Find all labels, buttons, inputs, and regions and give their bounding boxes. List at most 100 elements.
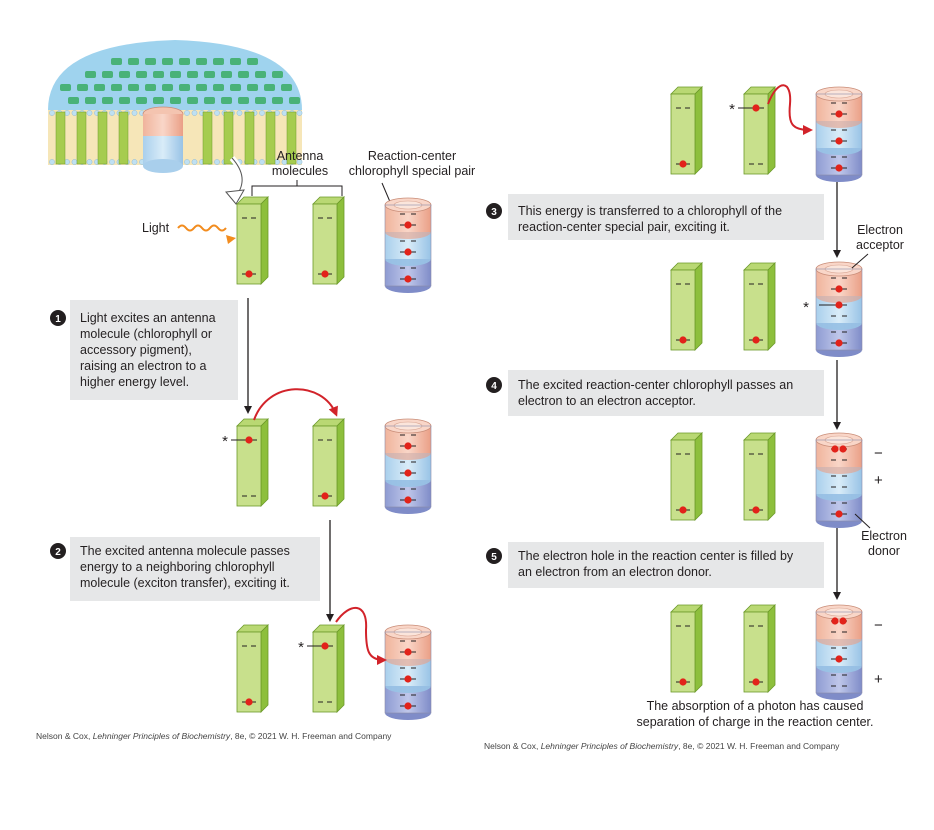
electron-acceptor-label-line2: acceptor <box>856 238 904 252</box>
reaction-center-stack <box>384 418 432 514</box>
electron-dot <box>404 275 412 283</box>
electron-dot <box>321 270 329 278</box>
exciton-transfer-arrow-3 <box>767 84 813 135</box>
electron-dot <box>404 702 412 710</box>
excited-star: * <box>729 101 735 118</box>
step-5-line-2: an electron from an electron donor. <box>518 565 712 579</box>
flow-arrows <box>244 182 841 622</box>
antenna-molecule <box>743 262 776 351</box>
step-2-line-2: energy to a neighboring chlorophyll <box>80 560 275 574</box>
antenna-label-bracket <box>251 180 343 196</box>
reaction-center-stack <box>384 197 432 293</box>
step-1-line-2: molecule (chlorophyll or <box>80 327 212 341</box>
step-4-box: 4 The excited reaction-center chlorophyl… <box>486 370 824 416</box>
electron-dot <box>835 285 843 293</box>
electron-dot <box>679 506 687 514</box>
plus-charge-sign: + <box>874 472 883 489</box>
final-caption-line-1: The absorption of a photon has caused <box>647 699 864 713</box>
credit-right: Nelson & Cox, Lehninger Principles of Bi… <box>484 741 840 751</box>
electron-dot <box>835 339 843 347</box>
electron-dot <box>839 617 847 625</box>
light-label: Light <box>142 221 170 235</box>
step-1-line-4: raising an electron to a <box>80 359 207 373</box>
electron-dot <box>752 104 760 112</box>
step-2-line-1: The excited antenna molecule passes <box>80 544 290 558</box>
electron-dot <box>245 436 253 444</box>
reaction-center-stack: −+ <box>815 604 883 700</box>
step-3-line-2: reaction-center special pair, exciting i… <box>518 220 730 234</box>
electron-dot <box>404 496 412 504</box>
electron-acceptor-label-line1: Electron <box>857 223 903 237</box>
credit-left: Nelson & Cox, Lehninger Principles of Bi… <box>36 731 392 741</box>
reaction-center-label-line1: Reaction-center <box>368 149 456 163</box>
electron-dot <box>835 164 843 172</box>
electron-dot <box>752 506 760 514</box>
antenna-molecule <box>670 604 703 693</box>
step-2-number: 2 <box>55 547 61 558</box>
reaction-center-label-line2: chlorophyll special pair <box>349 164 475 178</box>
electron-donor-leader <box>854 513 871 529</box>
electron-dot <box>752 336 760 344</box>
electron-dot <box>404 442 412 450</box>
excited-star: * <box>298 639 304 656</box>
reaction-center-stack <box>815 86 863 182</box>
step-1-box: 1 Light excites an antenna molecule (chl… <box>50 300 238 400</box>
electron-dot <box>835 110 843 118</box>
excited-star: * <box>222 433 228 450</box>
light-arrowhead <box>226 235 236 244</box>
electron-dot <box>835 301 843 309</box>
electron-dot <box>831 617 839 625</box>
electron-dot <box>835 655 843 663</box>
step-5-line-1: The electron hole in the reaction center… <box>518 549 794 563</box>
electron-dot <box>404 221 412 229</box>
step-5-number: 5 <box>491 552 497 563</box>
step-4-line-1: The excited reaction-center chlorophyll … <box>518 378 793 392</box>
antenna-molecule <box>743 604 776 693</box>
electron-dot <box>404 675 412 683</box>
electron-dot <box>679 678 687 686</box>
electron-dot <box>245 698 253 706</box>
antenna-label-line1: Antenna <box>277 149 324 163</box>
minus-charge-sign: − <box>874 445 883 462</box>
electron-dot <box>839 445 847 453</box>
electron-dot <box>835 510 843 518</box>
antenna-molecule <box>312 196 345 285</box>
electron-dot <box>679 336 687 344</box>
final-caption-line-2: separation of charge in the reaction cen… <box>637 715 874 729</box>
reaction-center-stack: −+ <box>815 432 883 528</box>
antenna-molecule <box>236 624 269 713</box>
step-4-number: 4 <box>491 381 497 392</box>
light-wave <box>177 224 227 232</box>
electron-dot <box>835 137 843 145</box>
antenna-label-line2: molecules <box>272 164 328 178</box>
reaction-center-stack: * <box>803 261 863 357</box>
step-1-line-5: higher energy level. <box>80 375 189 389</box>
antenna-molecule <box>236 196 269 285</box>
step-2-box: 2 The excited antenna molecule passes en… <box>50 537 320 601</box>
electron-dot <box>321 492 329 500</box>
antenna-molecule: * <box>222 418 269 507</box>
antenna-molecule <box>670 86 703 175</box>
step-1-line-1: Light excites an antenna <box>80 311 216 325</box>
exciton-transfer-arrow-1 <box>253 388 338 421</box>
electron-donor-label-line2: donor <box>868 544 900 558</box>
electron-dot <box>321 642 329 650</box>
antenna-molecule <box>670 262 703 351</box>
electron-donor-label-line1: Electron <box>861 529 907 543</box>
thylakoid-membrane-illustration <box>48 40 303 205</box>
electron-dot <box>752 678 760 686</box>
exciton-transfer-arrow-2 <box>335 606 387 665</box>
electron-acceptor-leader <box>851 253 869 269</box>
step-4-line-2: electron to an electron acceptor. <box>518 394 696 408</box>
reaction-center-stack <box>384 624 432 720</box>
electron-dot <box>679 160 687 168</box>
electron-dot <box>245 270 253 278</box>
step-1-line-3: accessory pigment), <box>80 343 192 357</box>
step-3-number: 3 <box>491 207 497 218</box>
step-2-line-3: molecule (exciton transfer), exciting it… <box>80 576 290 590</box>
electron-dot <box>404 648 412 656</box>
step-1-number: 1 <box>55 314 61 325</box>
antenna-molecule <box>312 418 345 507</box>
antenna-molecule: * <box>298 624 345 713</box>
